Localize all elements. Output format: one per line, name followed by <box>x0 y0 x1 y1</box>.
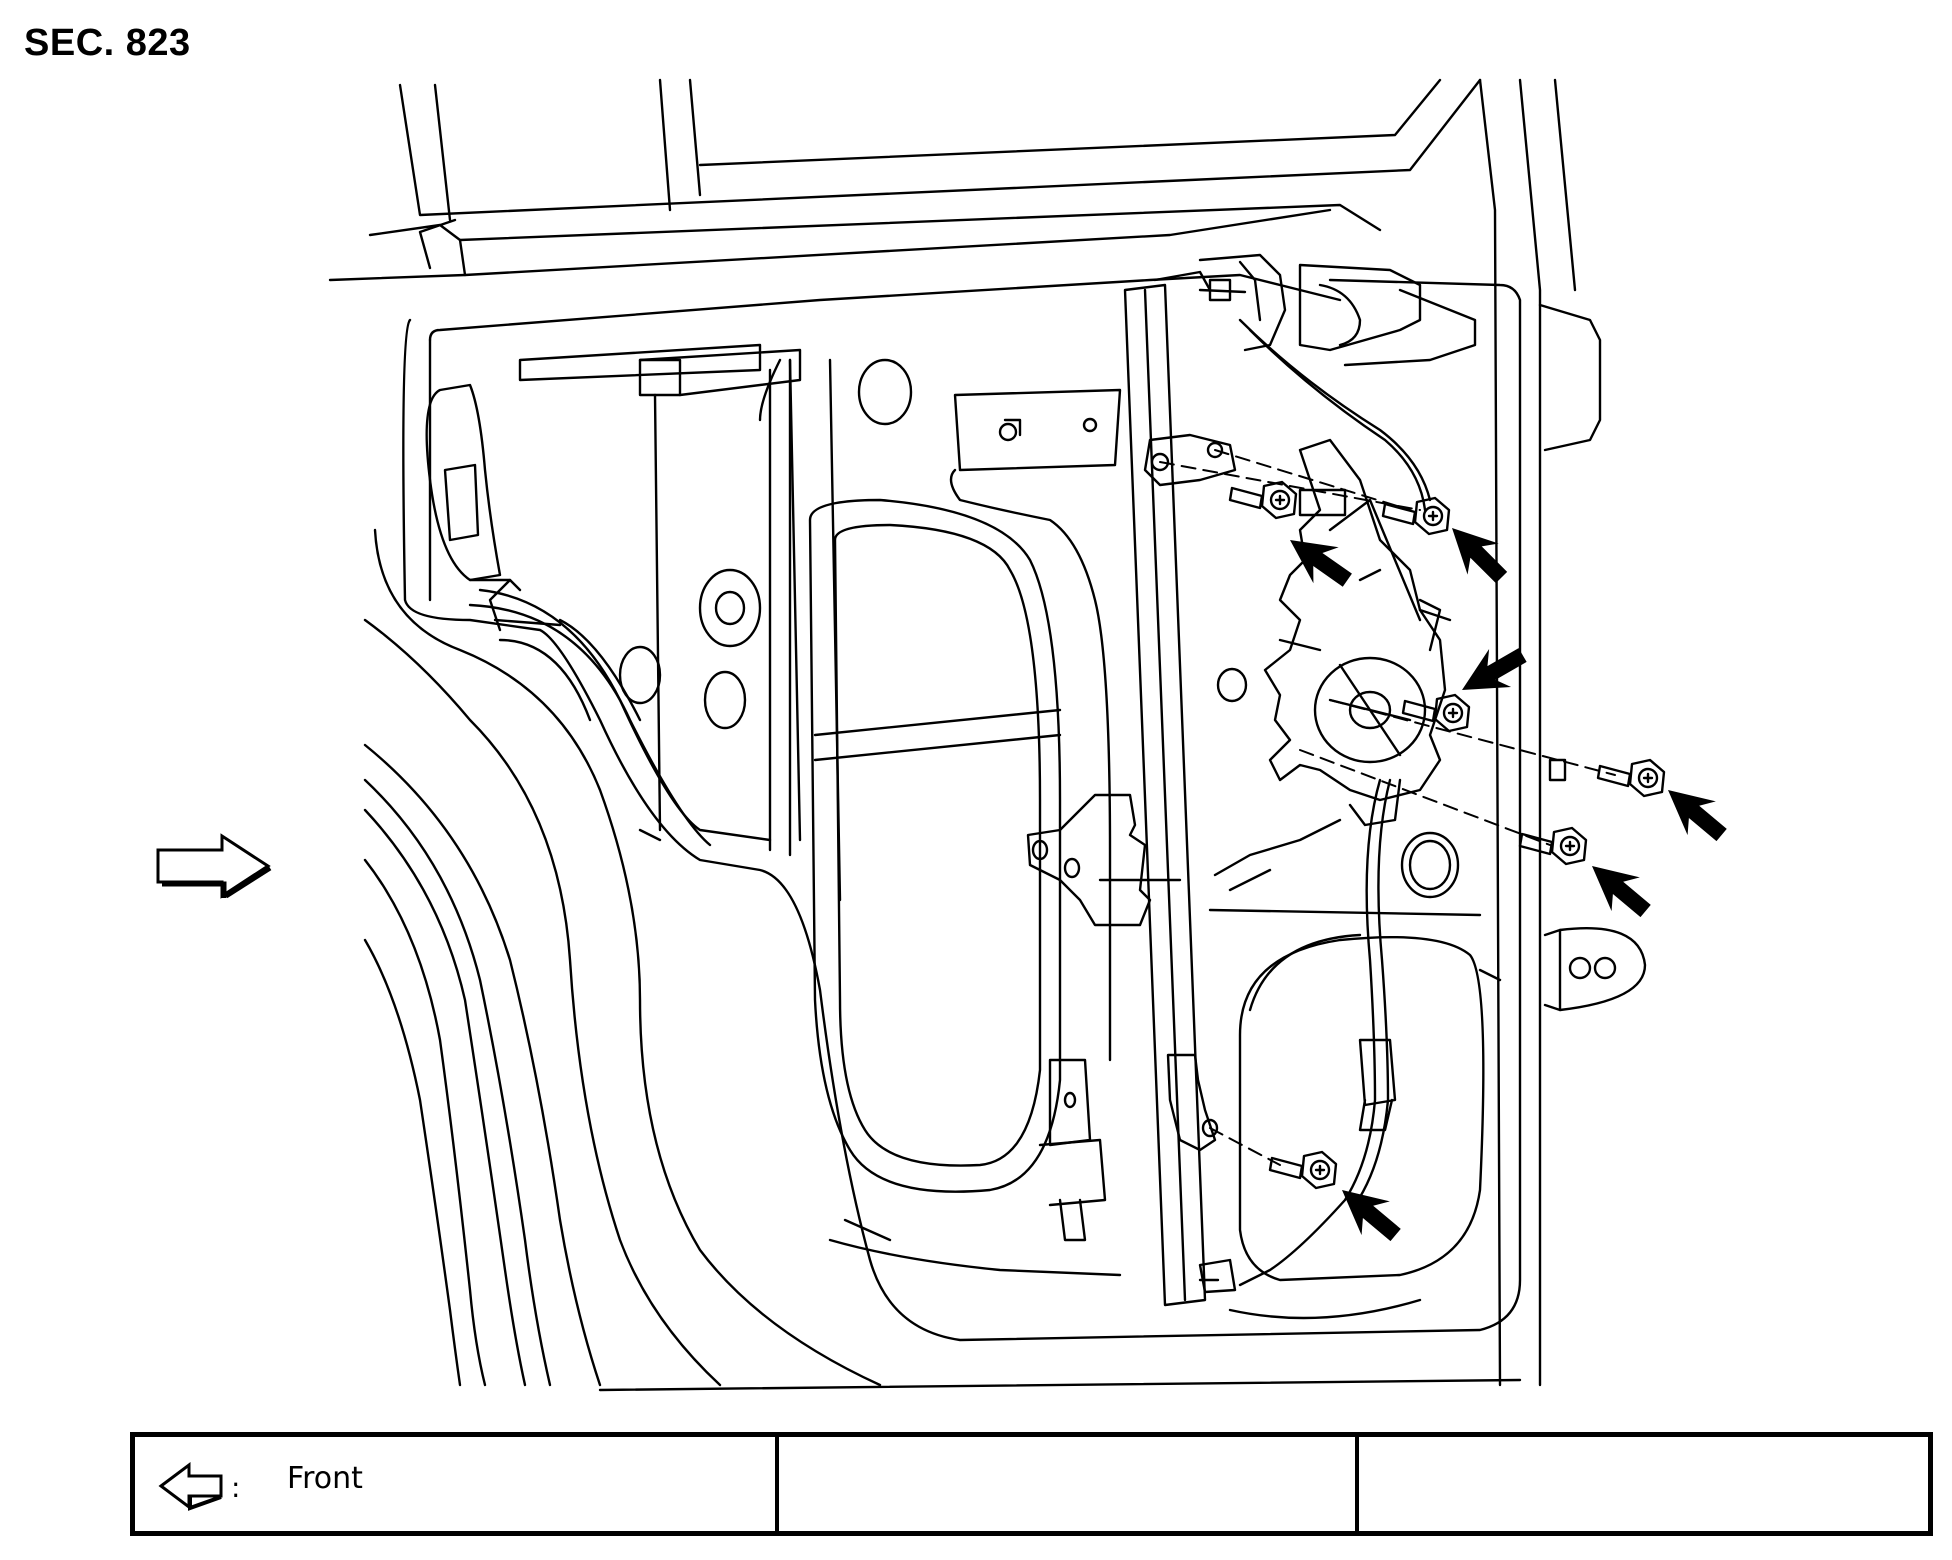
bolt-3 <box>1401 693 1471 733</box>
legend-cell-empty-3 <box>1359 1437 1928 1531</box>
left-panel-details <box>425 348 842 902</box>
control-cables <box>1213 318 1432 1287</box>
door-handle-assembly <box>1198 253 1602 452</box>
bolts <box>1228 480 1666 1190</box>
bolt-1 <box>1228 480 1298 520</box>
pointer-arrow-6 <box>1342 1190 1401 1242</box>
front-arrow-icon <box>158 1462 223 1511</box>
rail-bracket-lower <box>1166 1053 1237 1294</box>
legend-label-front: Front <box>287 1461 363 1496</box>
pointer-arrow-4 <box>1668 790 1727 842</box>
pointer-arrow-1 <box>1290 540 1352 587</box>
bolt-5 <box>1518 826 1588 866</box>
regulator-rail <box>1123 270 1212 1307</box>
legend-separator: : <box>231 1471 241 1504</box>
upper-bracket <box>1143 433 1567 782</box>
door-regulator-diagram <box>156 78 1727 1392</box>
pointer-arrow-2 <box>1452 528 1508 584</box>
bolt-2 <box>1381 496 1451 536</box>
pointer-arrow-5 <box>1592 866 1651 918</box>
section-label: SEC. 823 <box>24 22 191 64</box>
central-opening <box>808 388 1182 1277</box>
bolt-guide-lines <box>1159 449 1616 1166</box>
legend-cell-front: : Front <box>135 1437 779 1531</box>
door-panel-outline <box>363 528 1522 1392</box>
pointer-arrow-3 <box>1462 648 1527 690</box>
bolt-6 <box>1268 1150 1338 1190</box>
window-frame <box>328 78 1577 1387</box>
bolt-4 <box>1596 758 1666 798</box>
lower-pocket <box>1208 908 1647 1320</box>
legend-table: : Front <box>130 1432 1933 1536</box>
regulator-motor <box>1263 438 1452 827</box>
front-direction-arrow-icon <box>156 833 272 899</box>
legend-cell-empty-2 <box>779 1437 1359 1531</box>
pointer-arrows <box>1290 528 1727 1242</box>
rail-bracket-left <box>1026 793 1152 1242</box>
panel-holes <box>618 358 1617 980</box>
